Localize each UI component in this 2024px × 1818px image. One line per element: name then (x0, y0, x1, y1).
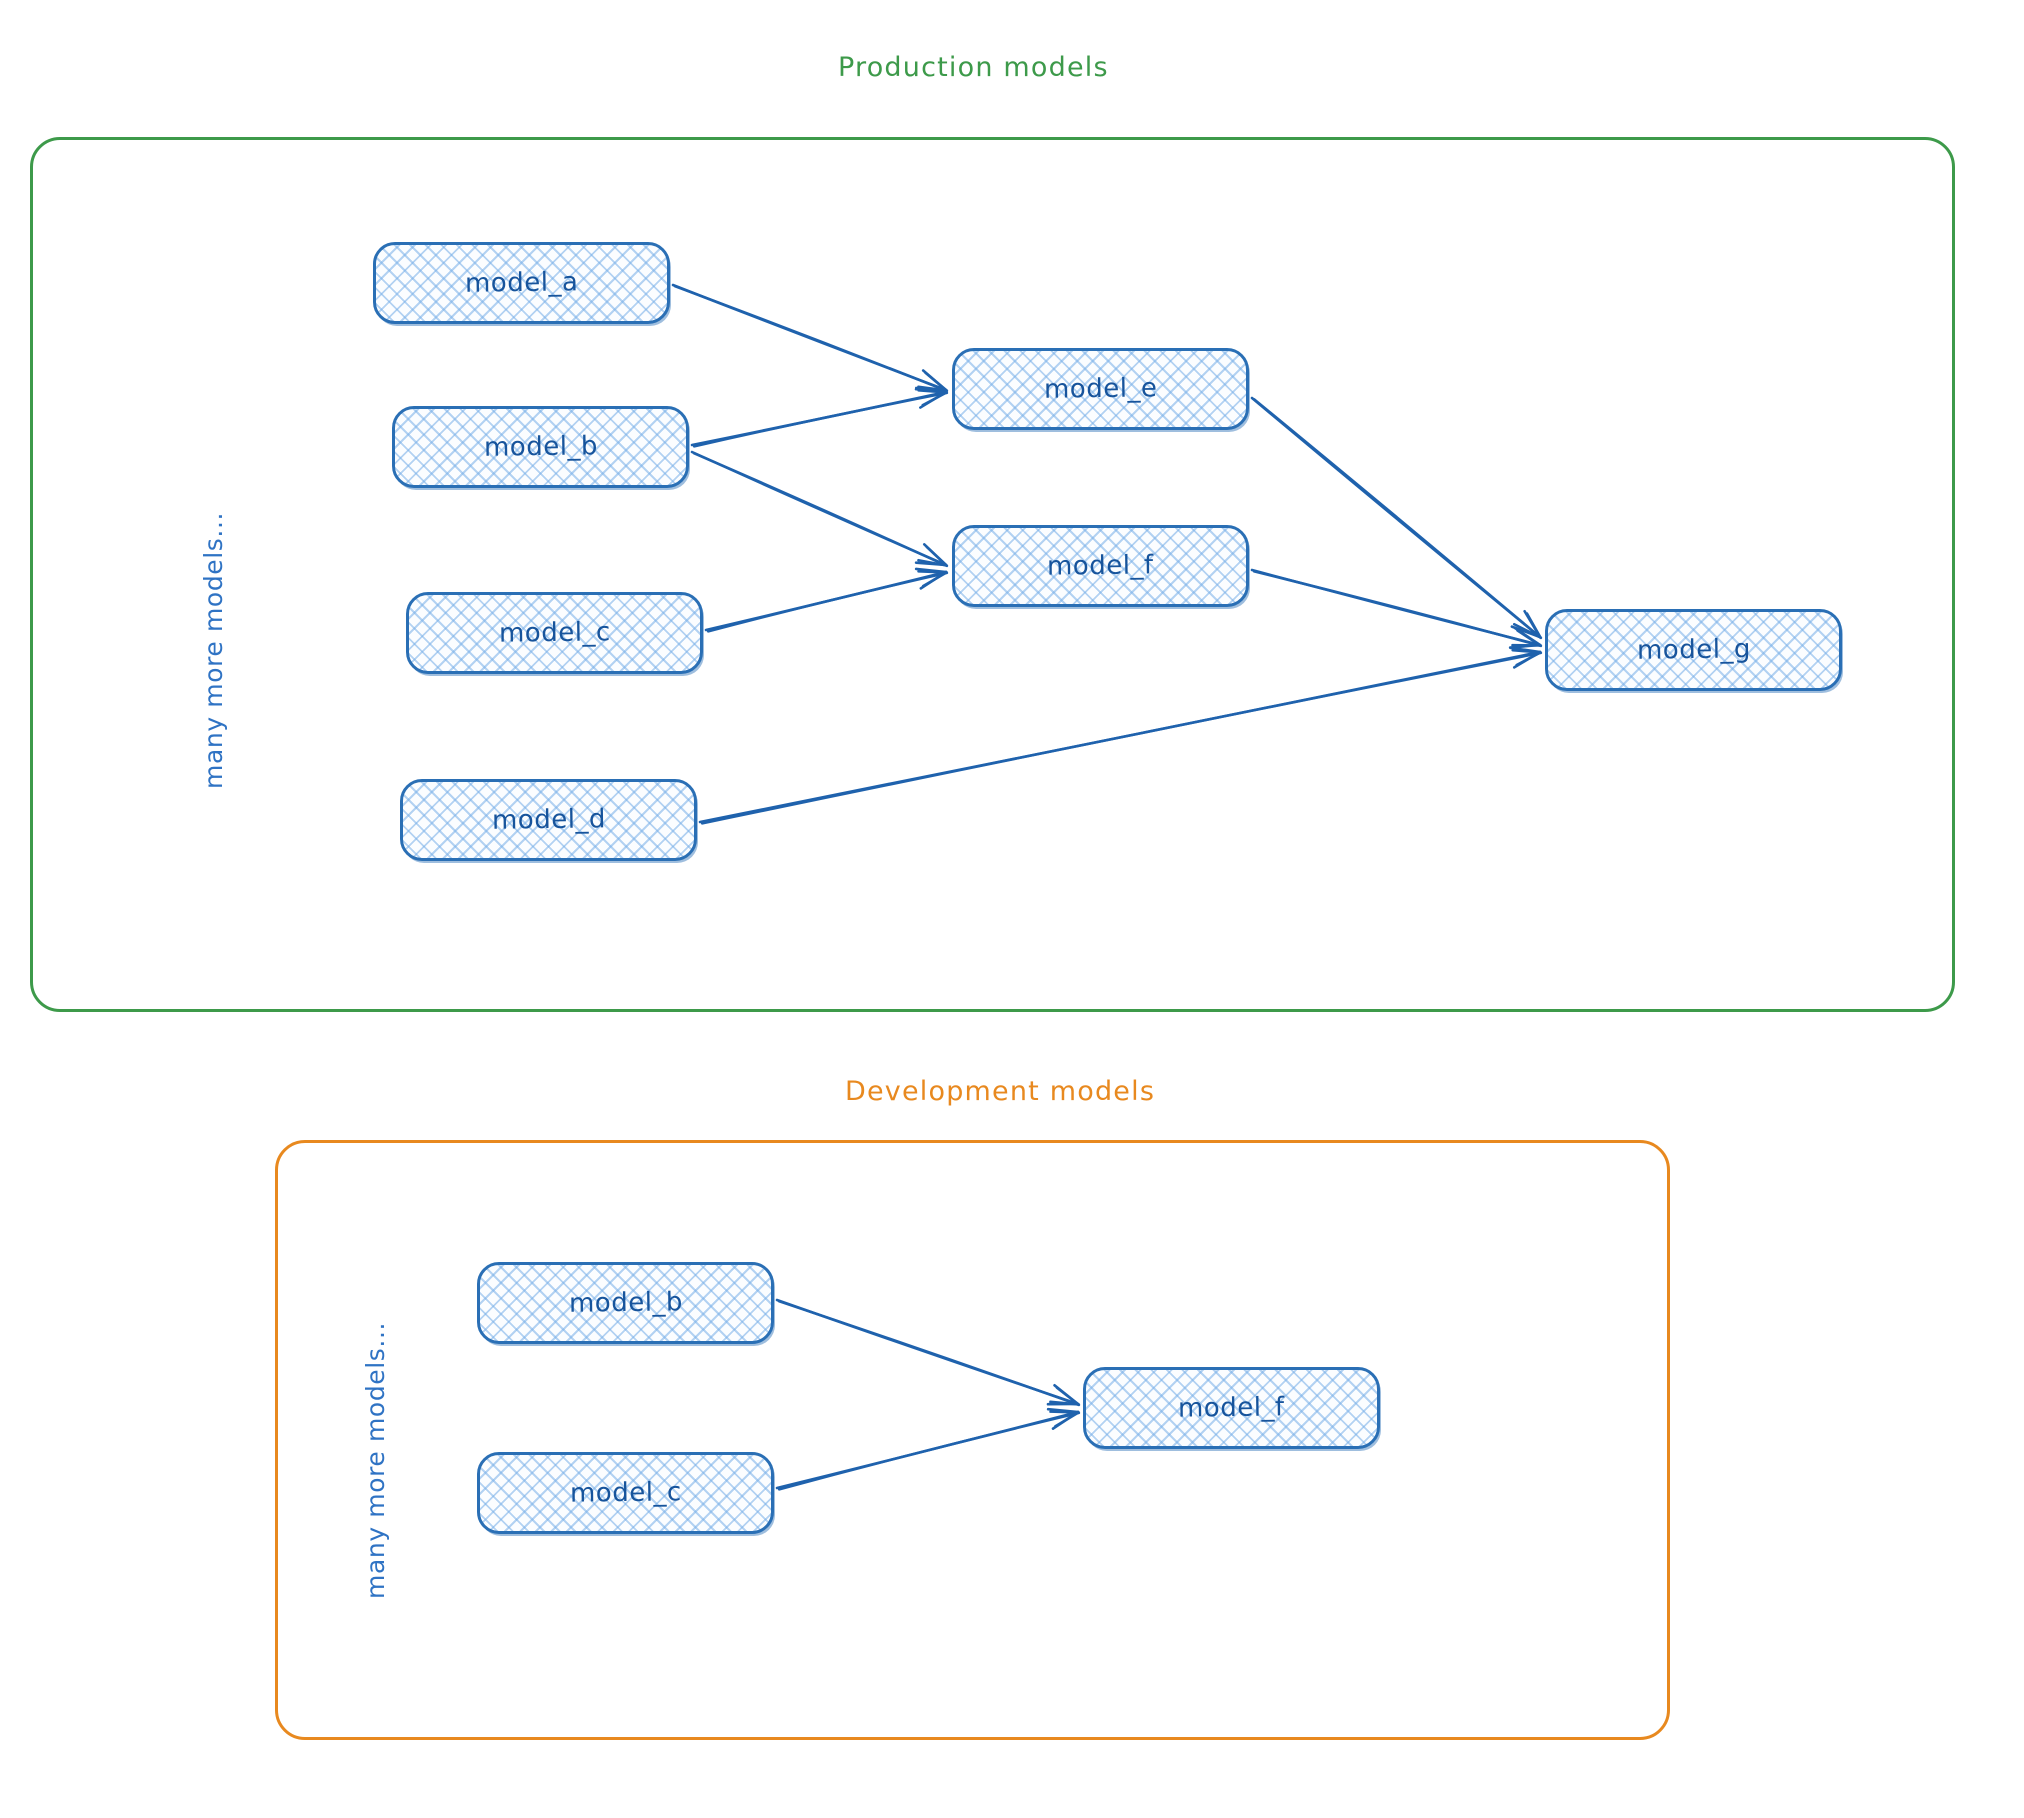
node-label: model_c (498, 617, 611, 649)
node-label: model_b (568, 1287, 683, 1319)
group-title-development: Development models (845, 1076, 1156, 1107)
group-title-production: Production models (838, 52, 1109, 83)
node-label: model_c (569, 1477, 682, 1509)
node-label: model_b (483, 431, 598, 463)
node-label: model_e (1043, 373, 1158, 405)
node-prod_model_g[interactable]: model_g (1545, 609, 1842, 691)
node-prod_model_e[interactable]: model_e (952, 348, 1249, 430)
node-prod_model_d[interactable]: model_d (400, 779, 697, 861)
many-more-models-label-development: many more models... (361, 1321, 390, 1599)
node-prod_model_c[interactable]: model_c (406, 592, 703, 674)
node-label: model_a (464, 267, 579, 299)
node-prod_model_a[interactable]: model_a (373, 242, 670, 324)
node-prod_model_f[interactable]: model_f (952, 525, 1249, 607)
many-more-models-label-production: many more models... (199, 511, 228, 789)
group-container-production (30, 137, 1955, 1012)
group-container-development (275, 1140, 1670, 1740)
node-dev_model_c[interactable]: model_c (477, 1452, 774, 1534)
node-label: model_d (491, 804, 606, 836)
node-label: model_f (1047, 550, 1154, 582)
node-label: model_f (1178, 1392, 1285, 1424)
node-dev_model_f[interactable]: model_f (1083, 1367, 1380, 1449)
node-dev_model_b[interactable]: model_b (477, 1262, 774, 1344)
node-prod_model_b[interactable]: model_b (392, 406, 689, 488)
node-label: model_g (1636, 634, 1751, 666)
